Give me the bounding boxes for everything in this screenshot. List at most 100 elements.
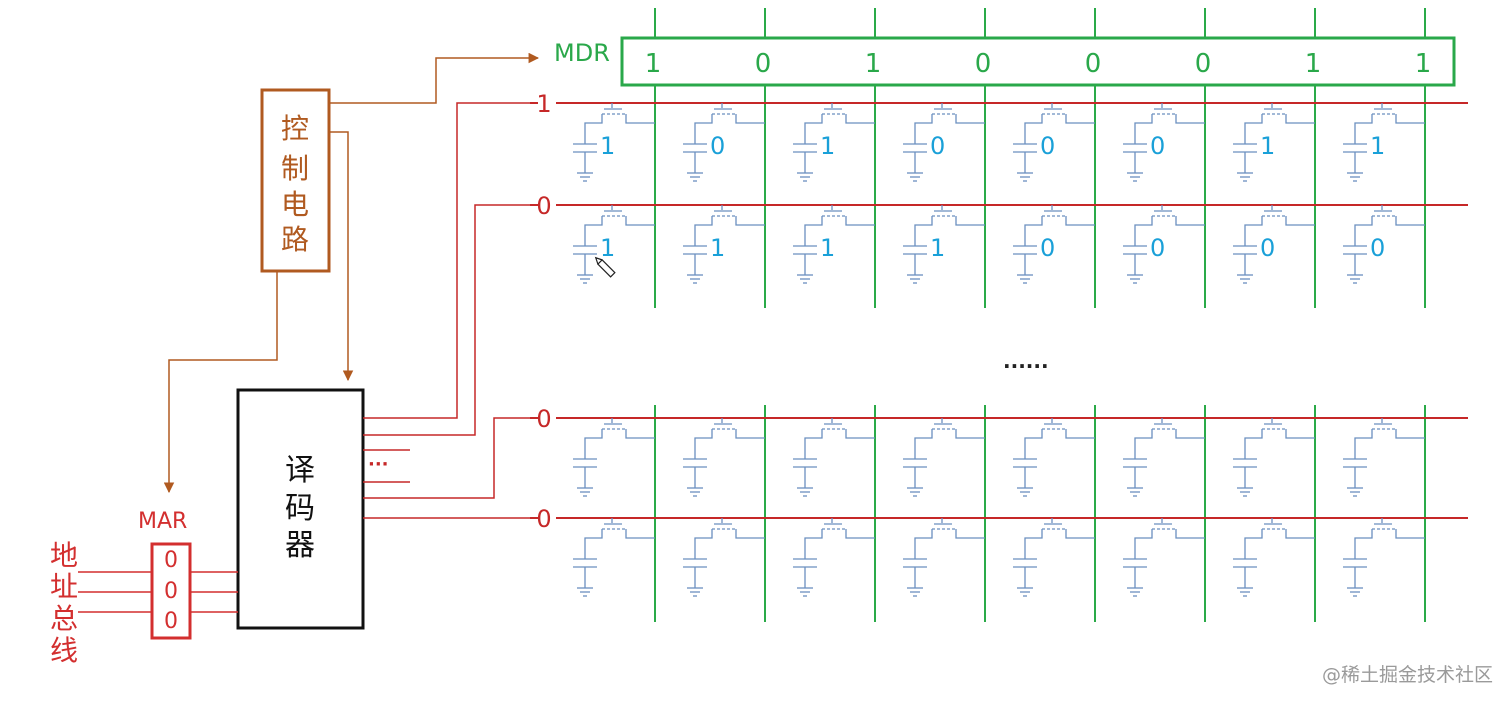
control-to-mar-wire xyxy=(163,271,278,494)
memory-cell: 0 xyxy=(683,103,765,182)
decoder-char-3: 器 xyxy=(285,528,315,563)
decoder-ellipsis: ··· xyxy=(368,454,389,475)
cell-value: 1 xyxy=(600,132,615,160)
memory-cell: 1 xyxy=(683,205,765,284)
memory-cell: 0 xyxy=(1013,205,1095,284)
memory-cell xyxy=(573,418,655,497)
memory-cell: 0 xyxy=(1123,103,1205,182)
address-bus-label: 地 址 总 线 xyxy=(50,539,78,667)
control-circuit: 控 制 电 路 xyxy=(163,52,540,494)
cell-value: 1 xyxy=(710,234,725,262)
mdr-box xyxy=(620,36,1456,87)
decoder: 译 码 器 ··· xyxy=(236,102,530,630)
mar-bit-3: 0 xyxy=(164,609,178,634)
mdr-bit-7: 1 xyxy=(1305,49,1322,79)
decoder-char-2: 码 xyxy=(285,491,315,526)
wordline-value-3: 0 xyxy=(536,405,551,433)
mar-label: MAR xyxy=(138,509,187,534)
decoder-output-2 xyxy=(363,204,530,436)
memory-cell xyxy=(683,418,765,497)
cell-value: 0 xyxy=(1040,132,1055,160)
memory-cell: 1 xyxy=(793,205,875,284)
control-char-1: 控 xyxy=(281,112,309,145)
mdr-bit-5: 0 xyxy=(1085,49,1102,79)
control-to-mdr-wire xyxy=(329,52,540,104)
address-bus-char-3: 总 xyxy=(50,602,78,635)
control-char-2: 制 xyxy=(281,152,309,185)
memory-cell xyxy=(1343,418,1425,497)
memory-cell: 1 xyxy=(903,205,985,284)
mdr-bit-1: 1 xyxy=(645,49,662,79)
memory-cell: 0 xyxy=(1343,205,1425,284)
memory-cell xyxy=(1123,518,1205,597)
address-bus-char-1: 地 xyxy=(50,539,78,572)
decoder-box xyxy=(236,388,365,630)
address-bus-char-4: 线 xyxy=(50,634,78,667)
memory-cell xyxy=(683,518,765,597)
mar-bit-2: 0 xyxy=(164,579,178,604)
address-bus-char-2: 址 xyxy=(50,570,78,603)
rows-ellipsis: ...... xyxy=(1003,349,1049,373)
cell-value: 0 xyxy=(1150,132,1165,160)
decoder-output-5 xyxy=(363,417,530,499)
cell-value: 0 xyxy=(1260,234,1275,262)
mar-register: MAR 0 0 0 xyxy=(78,509,238,640)
mdr-bit-4: 0 xyxy=(975,49,992,79)
mdr-bit-3: 1 xyxy=(865,49,882,79)
decoder-char-1: 译 xyxy=(285,453,315,488)
watermark: @稀土掘金技术社区 xyxy=(1322,664,1493,686)
cell-value: 1 xyxy=(930,234,945,262)
mdr-bit-2: 0 xyxy=(755,49,772,79)
control-char-3: 电 xyxy=(281,188,309,221)
memory-cell xyxy=(903,418,985,497)
cell-value: 0 xyxy=(930,132,945,160)
memory-cell xyxy=(573,518,655,597)
cell-value: 0 xyxy=(710,132,725,160)
pencil-icon xyxy=(594,256,616,278)
memory-cell: 1 xyxy=(1233,103,1315,182)
mdr-label: MDR xyxy=(554,39,610,67)
memory-cell xyxy=(1013,518,1095,597)
cell-value: 1 xyxy=(820,132,835,160)
memory-cell xyxy=(1233,518,1315,597)
wordline-value-4: 0 xyxy=(536,505,551,533)
memory-cell: 0 xyxy=(1123,205,1205,284)
wordline-value-2: 0 xyxy=(536,192,551,220)
memory-cell: 1 xyxy=(573,103,655,182)
cell-value: 1 xyxy=(1260,132,1275,160)
control-char-4: 路 xyxy=(281,223,309,256)
memory-cell xyxy=(1233,418,1315,497)
control-box xyxy=(260,88,331,273)
memory-cell xyxy=(1343,518,1425,597)
control-to-decoder-wire xyxy=(329,131,354,382)
wordline-value-1: 1 xyxy=(536,90,551,118)
memory-cell xyxy=(793,518,875,597)
word-lines: 1 0 0 0 xyxy=(530,90,1468,533)
memory-cell: 1 xyxy=(573,205,655,284)
mdr-bit-8: 1 xyxy=(1415,49,1432,79)
memory-cell: 0 xyxy=(1233,205,1315,284)
memory-cell xyxy=(903,518,985,597)
cell-value: 1 xyxy=(600,234,615,262)
cell-value: 1 xyxy=(1370,132,1385,160)
decoder-output-1 xyxy=(363,102,530,419)
cell-value: 0 xyxy=(1370,234,1385,262)
mdr-bit-6: 0 xyxy=(1195,49,1212,79)
mar-bit-1: 0 xyxy=(164,548,178,573)
memory-cell: 0 xyxy=(1013,103,1095,182)
memory-cell xyxy=(1013,418,1095,497)
bit-lines xyxy=(654,8,1426,622)
memory-cell: 1 xyxy=(1343,103,1425,182)
memory-cell xyxy=(1123,418,1205,497)
memory-cell: 1 xyxy=(793,103,875,182)
cell-value: 0 xyxy=(1150,234,1165,262)
memory-cell xyxy=(793,418,875,497)
memory-cell: 0 xyxy=(903,103,985,182)
cell-value: 1 xyxy=(820,234,835,262)
mdr-register: MDR 1 0 1 0 0 0 1 1 xyxy=(554,36,1456,87)
mar-box xyxy=(150,542,192,640)
cell-value: 0 xyxy=(1040,234,1055,262)
memory-cells: 1 0 1 0 0 0 1 1 1 1 1 1 0 0 0 0 xyxy=(573,103,1425,597)
mdr-bits: 1 0 1 0 0 0 1 1 xyxy=(645,49,1432,79)
